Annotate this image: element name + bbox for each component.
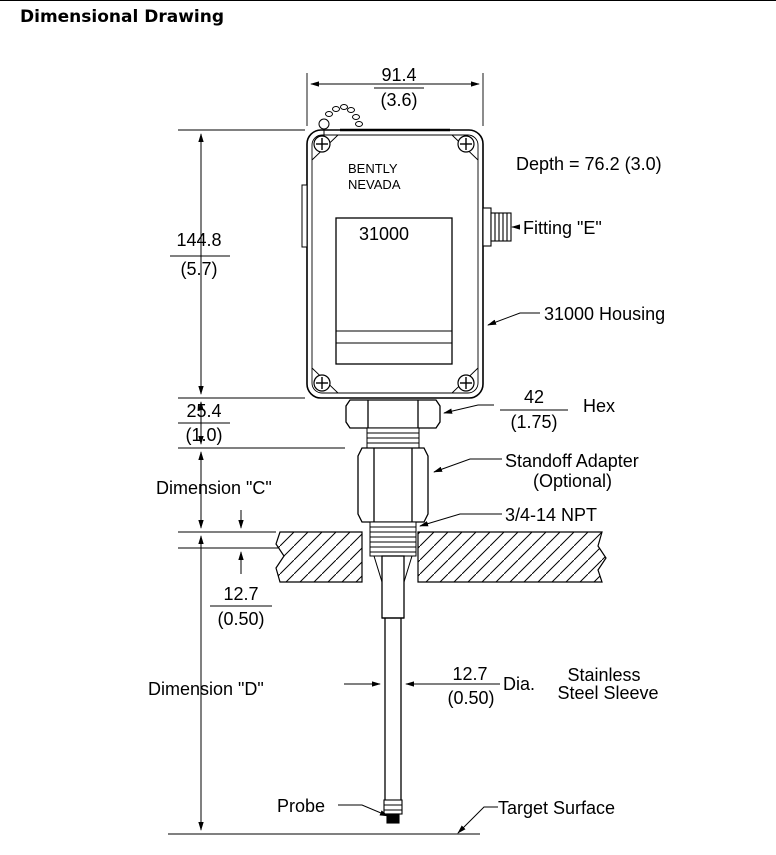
- dia-label: Dia.: [503, 674, 535, 694]
- sleeve-mm-label: 12.7: [452, 664, 487, 684]
- mounting-wall: [275, 531, 607, 583]
- standoff-line1: Standoff Adapter: [505, 451, 639, 471]
- probe-tip: [383, 799, 403, 824]
- header-rule: [0, 0, 776, 1]
- hex-nut: [345, 399, 441, 429]
- extension-lines: [168, 73, 484, 835]
- probe-label: Probe: [277, 796, 325, 816]
- hex-label: Hex: [583, 396, 615, 416]
- sleeve-in-label: (0.50): [447, 688, 494, 708]
- dim-c-label: Dimension "C": [156, 478, 272, 498]
- height-mm-label: 144.8: [176, 230, 221, 250]
- hex-gap-mm-label: 25.4: [186, 401, 221, 421]
- wall-mm-label: 12.7: [223, 584, 258, 604]
- housing-label: 31000 Housing: [544, 304, 665, 324]
- fitting-label: Fitting "E": [523, 218, 602, 238]
- brand-line1: BENTLY: [348, 161, 398, 176]
- model-label: 31000: [359, 224, 409, 244]
- sleeve-line2: Steel Sleeve: [557, 683, 658, 703]
- width-in-label: (3.6): [380, 90, 417, 110]
- screw-icon: [457, 374, 475, 392]
- fitting-e: [482, 207, 512, 247]
- width-mm-label: 91.4: [381, 65, 416, 85]
- screw-icon: [313, 374, 331, 392]
- upper-thread: [366, 427, 420, 449]
- target-label: Target Surface: [498, 798, 615, 818]
- housing-31000: [301, 128, 484, 399]
- screw-icon: [457, 135, 475, 153]
- hex-gap-in-label: (1.0): [185, 425, 222, 445]
- standoff-adapter: [357, 447, 429, 523]
- chain-icon: [318, 104, 363, 136]
- section-title: Dimensional Drawing: [20, 7, 224, 27]
- depth-label: Depth = 76.2 (3.0): [516, 154, 662, 174]
- npt-label: 3/4-14 NPT: [505, 505, 597, 525]
- standoff-line2: (Optional): [533, 471, 612, 491]
- hex-in-label: (1.75): [510, 412, 557, 432]
- height-in-label: (5.7): [180, 259, 217, 279]
- wall-in-label: (0.50): [217, 609, 264, 629]
- brand-line2: NEVADA: [348, 177, 401, 192]
- sleeve-line1: Stainless: [567, 665, 640, 685]
- screw-icon: [313, 135, 331, 153]
- hex-mm-label: 42: [524, 387, 544, 407]
- dim-d-label: Dimension "D": [148, 679, 264, 699]
- npt-thread: [369, 521, 417, 583]
- leader-lines: [338, 224, 540, 834]
- steel-sleeve: [381, 555, 405, 800]
- fraction-bars: [170, 87, 568, 685]
